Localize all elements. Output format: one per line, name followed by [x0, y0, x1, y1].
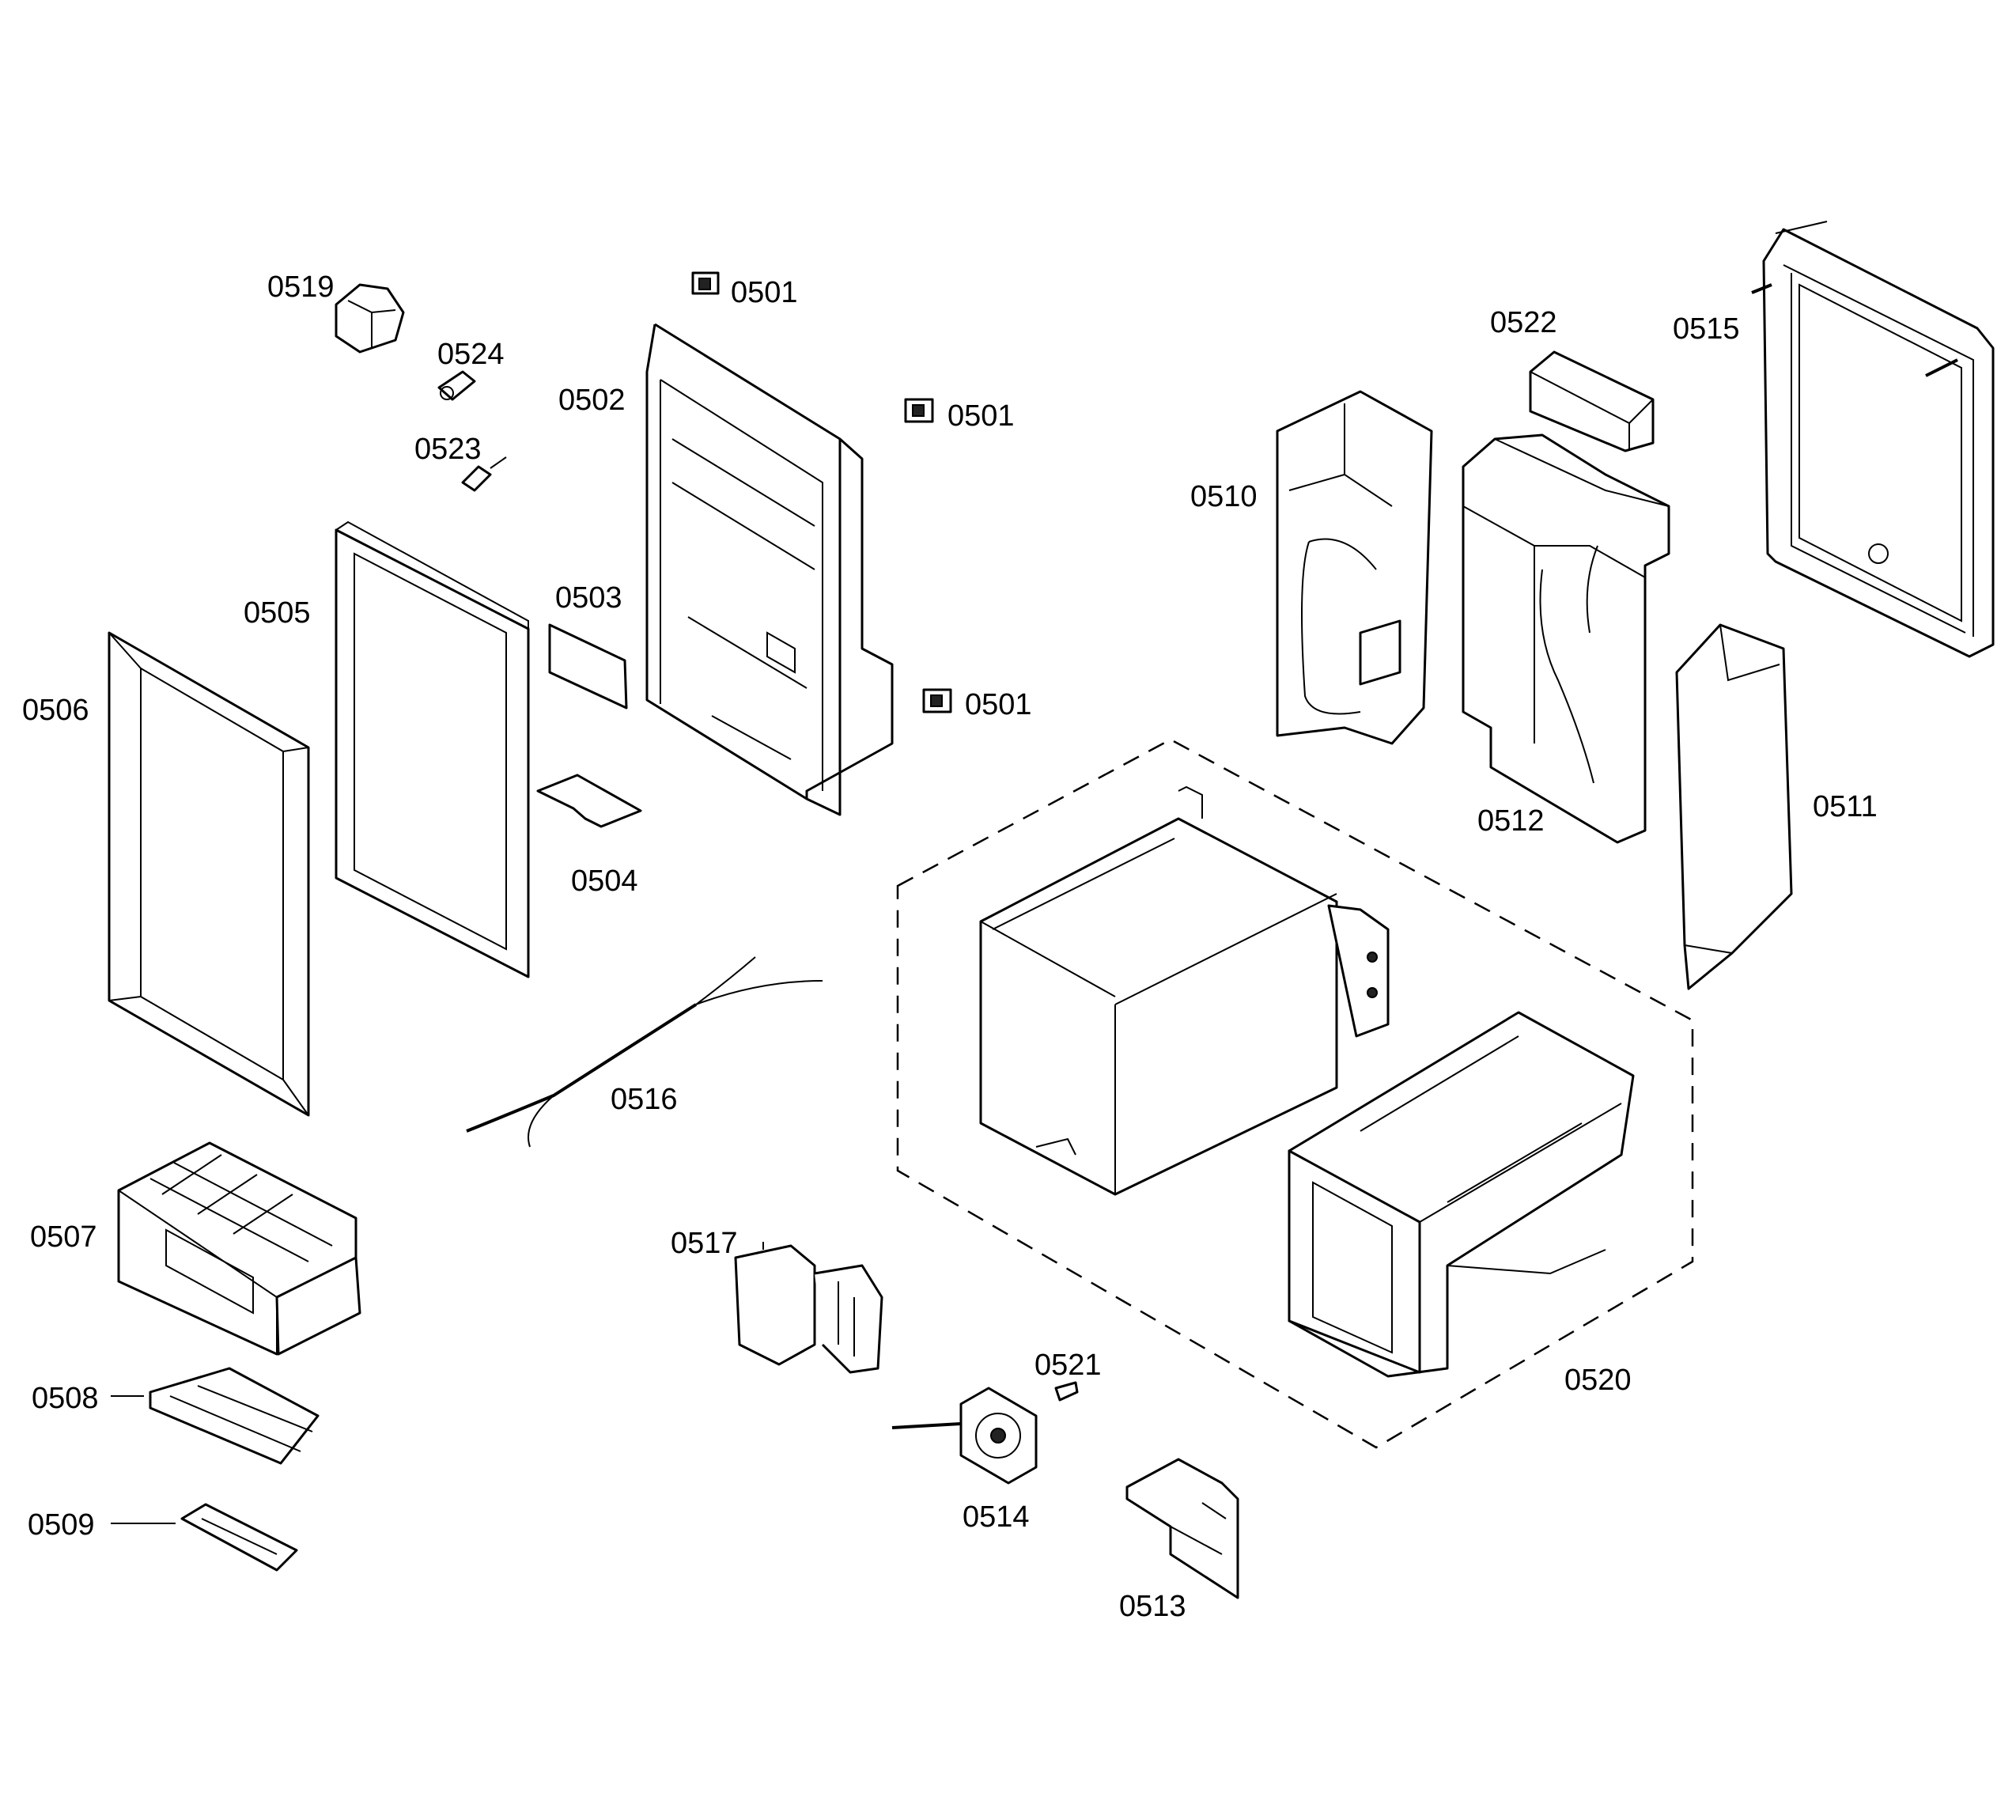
part-0502-dispenser-housing	[645, 323, 894, 816]
part-0517-auger-motor	[734, 1242, 883, 1374]
part-0515-door-panel	[1751, 221, 1995, 658]
label-0509: 0509	[28, 1508, 95, 1542]
part-0507-dispenser-tray	[117, 1141, 361, 1356]
part-0524-bulb-socket	[437, 370, 476, 401]
label-0501-c: 0501	[965, 688, 1032, 721]
label-0519: 0519	[267, 271, 335, 304]
part-0505-inner-frame	[335, 520, 530, 978]
part-assembly-housing	[979, 785, 1390, 1196]
label-0501-a: 0501	[731, 276, 798, 309]
label-0517: 0517	[671, 1227, 738, 1260]
part-0522-top-cover	[1529, 350, 1655, 452]
part-0523-lamp	[461, 456, 507, 492]
part-0516-wire-heater	[466, 956, 823, 1148]
part-0514-fan	[891, 1387, 1038, 1485]
label-0503: 0503	[555, 581, 622, 615]
label-0521: 0521	[1034, 1349, 1102, 1382]
part-0510-air-duct	[1276, 390, 1433, 745]
part-0504-gasket-plate	[536, 774, 642, 828]
part-0511-side-panel	[1675, 623, 1793, 990]
part-0501-clip-1	[691, 271, 720, 295]
part-0501-clip-3	[922, 688, 952, 713]
label-0511: 0511	[1813, 790, 1878, 823]
label-0512: 0512	[1477, 804, 1545, 838]
part-0508-drip-tray	[149, 1367, 320, 1465]
label-0520: 0520	[1564, 1364, 1632, 1397]
label-0507: 0507	[30, 1220, 97, 1254]
label-0505: 0505	[244, 596, 311, 630]
label-0504: 0504	[571, 865, 638, 898]
label-0506: 0506	[22, 694, 89, 727]
label-0513: 0513	[1119, 1590, 1186, 1623]
label-0501-b: 0501	[947, 399, 1015, 433]
part-0519-knob	[335, 283, 405, 354]
label-0522: 0522	[1490, 306, 1557, 339]
assembly-outline	[896, 738, 1694, 1449]
label-0515: 0515	[1673, 312, 1740, 346]
label-0524: 0524	[437, 338, 505, 371]
part-0521-screw	[1054, 1381, 1079, 1402]
label-0510: 0510	[1190, 480, 1258, 513]
label-0516: 0516	[611, 1083, 678, 1116]
label-0502: 0502	[558, 384, 626, 417]
part-0506-outer-frame	[108, 631, 310, 1117]
label-0508: 0508	[32, 1382, 99, 1415]
part-0503-cover-plate	[548, 623, 628, 709]
label-0523: 0523	[414, 433, 482, 466]
part-0501-clip-2	[904, 398, 934, 423]
label-0514: 0514	[963, 1500, 1030, 1534]
part-0509-grille	[180, 1503, 298, 1572]
part-0513-bracket	[1125, 1458, 1239, 1599]
part-0520-ice-bin	[1288, 1011, 1635, 1378]
part-0512-evaporator-housing	[1462, 433, 1670, 844]
